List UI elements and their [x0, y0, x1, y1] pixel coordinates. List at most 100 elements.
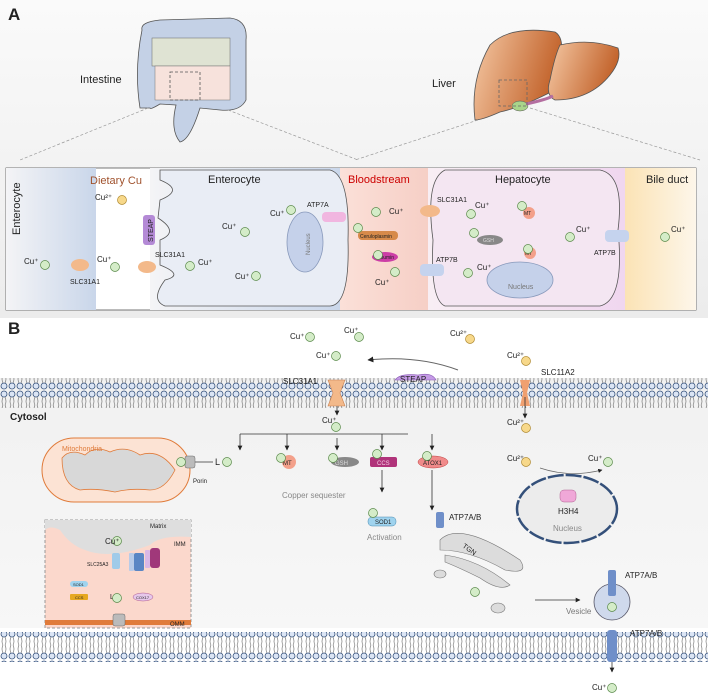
panel-a-cu-4-ion: [286, 205, 296, 215]
panel-a-cu-13-ion: [565, 232, 575, 242]
panel-b-cu-9-ion: [328, 453, 338, 463]
panel-a-cu-2-ion: [110, 262, 120, 272]
activation-label: Activation: [367, 533, 402, 542]
ligand-b-label: L: [215, 457, 220, 467]
atp7ab-tgn-label: ATP7A/B: [449, 513, 481, 522]
panel-b-cu-3-label: Cu²⁺: [450, 329, 467, 338]
copper-sequester-label: Copper sequester: [282, 491, 346, 500]
cox11-partner: [145, 550, 150, 568]
panel-b-cu-12-ion: [368, 508, 378, 518]
steap-label: STEAP: [148, 219, 155, 242]
panel-a-label: A: [8, 5, 20, 24]
atp7b-basolateral-label: ATP7B: [436, 257, 458, 264]
sod1-mito-label: SOD1: [73, 582, 85, 587]
slc31a1-hepatocyte: [420, 205, 440, 217]
panel-a-cu-6-label: Cu⁺: [235, 272, 249, 281]
panel-b-cu-6-label: Cu⁺: [322, 416, 336, 425]
slc11a2-transporter: [520, 380, 530, 406]
enterocyte-left-label: Enterocyte: [11, 182, 23, 235]
atox1-b-label: ATOX1: [423, 461, 443, 467]
dietary-cu-label: Dietary Cu: [90, 175, 142, 187]
panel-a-cu-15-ion: [353, 223, 363, 233]
panel-b-cu-20-ion: [112, 593, 122, 603]
atp7a-transporter: [322, 212, 346, 222]
mt-1: [523, 207, 535, 219]
panel-b-ions: Cu⁺Cu⁺Cu⁺Cu²⁺Cu²⁺Cu²⁺Cu⁺Cu²⁺Cu⁺Cu⁺Cu⁺: [105, 326, 617, 693]
panel-b-cu-2-ion: [354, 332, 364, 342]
slc31a1-right-label: SLC31A1: [155, 252, 185, 259]
slc25a3-transporter: [112, 553, 120, 569]
atp7ab-tgn: [436, 512, 444, 528]
ccs-mito-label: CCS: [75, 595, 84, 600]
slc31a1-b-label: SLC31A1: [283, 377, 318, 386]
panel-a-cu-17-label: Cu⁺: [671, 225, 685, 234]
panel-b-cu-13-ion: [521, 457, 531, 467]
gsh-b-label: GSH: [335, 461, 348, 467]
bloodstream-label: Bloodstream: [348, 174, 410, 186]
atp7b-apical: [605, 230, 629, 242]
panel-a-cu-9-ion: [466, 209, 476, 219]
atp7ab-membrane: [607, 630, 617, 662]
atp7ab-vesicle: [608, 570, 616, 596]
panel-b-cu-4-label: Cu²⁺: [507, 351, 524, 360]
imm-label: IMM: [174, 542, 186, 548]
porin-mito: [184, 455, 196, 469]
plasma-membrane-bottom: [0, 632, 708, 662]
ccs-mito: [70, 594, 88, 600]
panel-a-cu-11-ion: [517, 201, 527, 211]
ceruloplasmin-label: Ceruloplasmin: [360, 234, 392, 240]
omm-label: OMM: [170, 622, 185, 628]
enterocyte-nucleus: [286, 211, 324, 273]
intestine-illustration: [137, 17, 247, 143]
panel-a-cell-strip: [5, 167, 697, 311]
panel-a-cu-5-label: Cu⁺: [222, 222, 236, 231]
sod1-b: [367, 516, 397, 527]
tgn-golgi: [433, 533, 524, 614]
sco2: [129, 553, 134, 571]
nucleus-b: [515, 473, 619, 545]
hepatocyte-nucleus: [486, 261, 554, 299]
cox11: [150, 548, 160, 568]
enterocyte-label: Enterocyte: [208, 174, 261, 186]
panel-b-cu-17-ion: [607, 683, 617, 693]
panel-a-cu-8-label: Cu⁺: [375, 278, 389, 287]
panel-a-cu-4-label: Cu⁺: [270, 209, 284, 218]
panel-a-cu-1-ion: [40, 260, 50, 270]
zoom-guide-lines: [19, 107, 701, 161]
nucleus-b-label: Nucleus: [553, 524, 582, 533]
ceruloplasmin: [358, 231, 398, 240]
panel-a-cu-3-ion: [185, 261, 195, 271]
sod1-b-label: SOD1: [375, 520, 392, 526]
hepatocyte-nucleus-label: Nucleus: [508, 284, 534, 291]
panel-a-ions: Cu²⁺Cu⁺Cu⁺Cu⁺Cu⁺Cu⁺Cu⁺Cu⁺Cu⁺Cu⁺Cu⁺Cu⁺Cu⁺: [24, 193, 685, 287]
panel-b-cu-15-ion: [607, 602, 617, 612]
panel-a-cu-3-label: Cu⁺: [198, 258, 212, 267]
slc25a3-label: SLC25A3: [87, 562, 109, 568]
cox17: [132, 592, 154, 602]
h3h4-histone: [559, 489, 577, 503]
slc31a1-left-label: SLC31A1: [70, 279, 100, 286]
panel-a-cu-7-ion: [371, 207, 381, 217]
panel-a-cu-12-ion: [523, 244, 533, 254]
panel-b-cu-14-label: Cu⁺: [588, 454, 602, 463]
atp7a-label: ATP7A: [307, 202, 329, 209]
slc31a1-transporter: [327, 379, 346, 407]
panel-b-cu-17-label: Cu⁺: [592, 683, 606, 692]
hepatocyte-label: Hepatocyte: [495, 174, 551, 186]
h3h4-label: H3H4: [558, 507, 579, 516]
panel-a-cu-0-label: Cu²⁺: [95, 193, 112, 202]
albumin-label: Albumin: [376, 255, 394, 261]
panel-a-cu-0-ion: [117, 195, 127, 205]
panel-b-cu-14-ion: [603, 457, 613, 467]
steap-transporter: [143, 215, 155, 245]
panel-b-cu-16-ion: [470, 587, 480, 597]
panel-b-cu-5-ion: [521, 423, 531, 433]
vesicle-label: Vesicle: [566, 607, 592, 616]
panel-a-cu-10-ion: [469, 228, 479, 238]
panel-b-cu-19-ion: [112, 536, 122, 546]
steap-b-transporter: [394, 373, 437, 381]
panel-b-cu-8-ion: [276, 453, 286, 463]
panel-b-cu-6-ion: [331, 422, 341, 432]
panel-b-cu-2-label: Cu⁺: [344, 326, 358, 335]
